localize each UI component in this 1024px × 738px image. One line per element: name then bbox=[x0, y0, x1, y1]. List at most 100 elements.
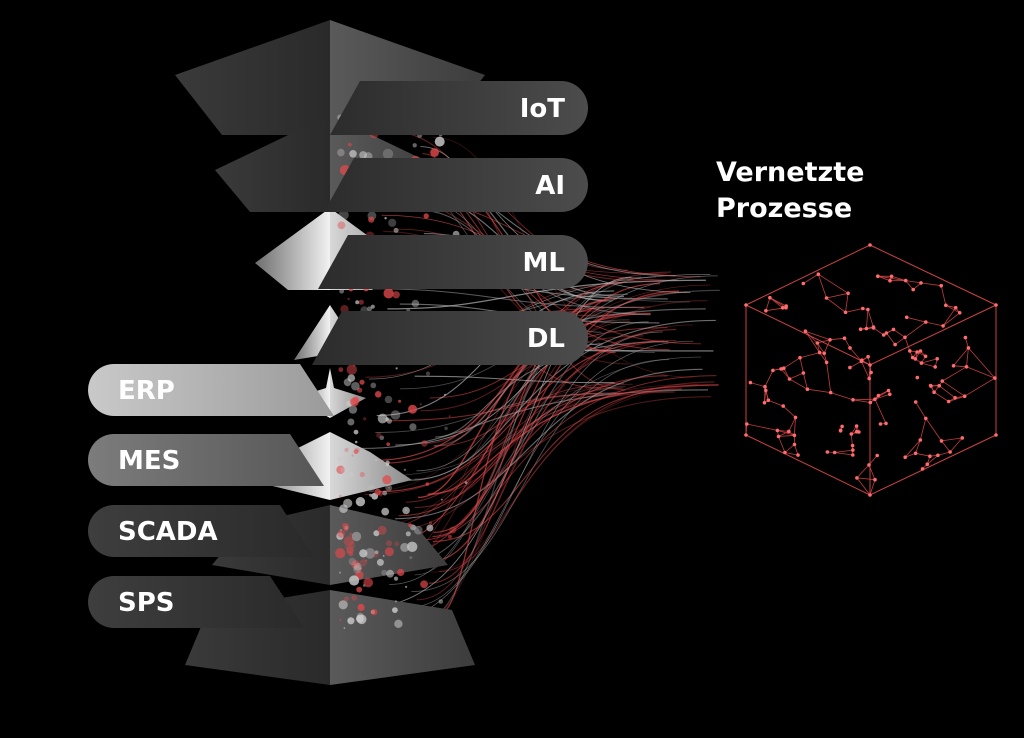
cube-node bbox=[766, 398, 771, 403]
stream-line bbox=[387, 279, 706, 310]
cube-node bbox=[876, 393, 881, 398]
cube-edge bbox=[938, 385, 956, 399]
particle-dot bbox=[386, 463, 390, 467]
stream-line bbox=[434, 289, 720, 447]
particle-dot bbox=[348, 471, 354, 478]
label-text: SPS bbox=[118, 588, 175, 618]
particle-dot bbox=[368, 216, 375, 223]
cube-node bbox=[886, 388, 891, 393]
cube-node bbox=[919, 281, 923, 285]
cube-node bbox=[903, 278, 908, 283]
particle-dot bbox=[377, 413, 388, 424]
stream-line bbox=[432, 300, 607, 537]
stream-line bbox=[365, 288, 645, 309]
cube-edge bbox=[942, 380, 965, 397]
cube-node bbox=[868, 363, 872, 367]
particle-dot bbox=[376, 432, 382, 438]
stream-line bbox=[381, 298, 617, 464]
particle-dot bbox=[419, 403, 422, 406]
cube-edge bbox=[852, 399, 871, 403]
cube-node bbox=[828, 338, 832, 342]
cube-edge bbox=[921, 358, 938, 364]
particle-dot bbox=[346, 546, 354, 554]
stream-line bbox=[427, 290, 680, 563]
cube-node bbox=[780, 306, 785, 310]
particle-dot bbox=[430, 148, 439, 157]
cube-edge bbox=[948, 395, 965, 402]
cube-node bbox=[792, 433, 797, 438]
pyramid-layer-right bbox=[330, 432, 412, 500]
cube-node bbox=[869, 370, 873, 375]
cube-node bbox=[843, 310, 848, 315]
cube-node bbox=[868, 243, 872, 247]
cube-edge bbox=[919, 418, 927, 441]
particle-dot bbox=[400, 542, 410, 552]
stream-line bbox=[382, 331, 663, 622]
particle-dot bbox=[384, 547, 394, 557]
cube-edge bbox=[874, 393, 890, 400]
cube-node bbox=[966, 346, 971, 350]
label-iot: IoT bbox=[330, 81, 588, 135]
cube-node bbox=[994, 303, 998, 307]
particle-dot bbox=[337, 456, 343, 462]
particle-dot bbox=[359, 549, 368, 558]
cube-node bbox=[923, 354, 928, 359]
cube-node bbox=[941, 324, 945, 328]
cube-node bbox=[888, 278, 892, 283]
stream-line bbox=[411, 359, 670, 593]
cube-nodes bbox=[744, 243, 998, 497]
cube-node bbox=[924, 416, 928, 421]
funnel-layer-left bbox=[215, 115, 330, 212]
particle-dot bbox=[340, 553, 345, 558]
particle-dot bbox=[367, 484, 376, 493]
label-sps: SPS bbox=[88, 576, 304, 628]
particle-dot bbox=[409, 556, 413, 559]
title-line-2: Prozesse bbox=[716, 193, 852, 224]
cube-node bbox=[832, 450, 837, 455]
cube-node bbox=[776, 434, 781, 439]
particle-dot bbox=[370, 382, 377, 389]
cube-node bbox=[792, 442, 797, 447]
cube-node bbox=[816, 272, 821, 277]
particle-dot bbox=[434, 136, 445, 147]
cube-edge bbox=[940, 285, 947, 306]
cube-edge bbox=[949, 437, 963, 453]
particle-dot bbox=[369, 493, 373, 497]
cube-node bbox=[824, 296, 829, 300]
cube-edge bbox=[856, 477, 876, 481]
title-line-1: Vernetzte bbox=[716, 157, 864, 188]
cube-edge bbox=[964, 377, 996, 397]
cube-node bbox=[838, 428, 843, 433]
cube-node bbox=[855, 476, 859, 480]
cube-node bbox=[884, 421, 888, 426]
cube-edge bbox=[834, 449, 853, 453]
stream-line bbox=[409, 319, 716, 481]
cube-node bbox=[805, 387, 810, 392]
particle-dot bbox=[386, 540, 393, 547]
cube-edge bbox=[953, 347, 969, 367]
cube-node bbox=[867, 376, 871, 381]
cube-node bbox=[940, 379, 945, 383]
stream-line bbox=[364, 383, 633, 496]
particle-dot bbox=[346, 364, 357, 375]
particle-dot bbox=[384, 217, 387, 220]
particle-dot bbox=[444, 426, 448, 431]
particle-dot bbox=[386, 418, 392, 424]
stream-line bbox=[394, 368, 703, 520]
cube-node bbox=[908, 349, 912, 353]
cube-edge bbox=[925, 321, 944, 327]
cube-node bbox=[764, 388, 768, 393]
particle-dot bbox=[386, 442, 391, 447]
particle-dot bbox=[375, 459, 378, 462]
label-pill bbox=[312, 311, 588, 365]
particle-dot bbox=[438, 599, 444, 604]
cube-node bbox=[787, 429, 791, 434]
stream-line bbox=[420, 146, 691, 293]
cube-node bbox=[744, 433, 748, 437]
cube-node bbox=[939, 283, 943, 288]
particle-dot bbox=[395, 367, 398, 370]
stream-line bbox=[368, 383, 699, 528]
stream-line bbox=[427, 384, 719, 496]
cube-edge bbox=[794, 444, 799, 456]
cube-node bbox=[964, 365, 969, 369]
